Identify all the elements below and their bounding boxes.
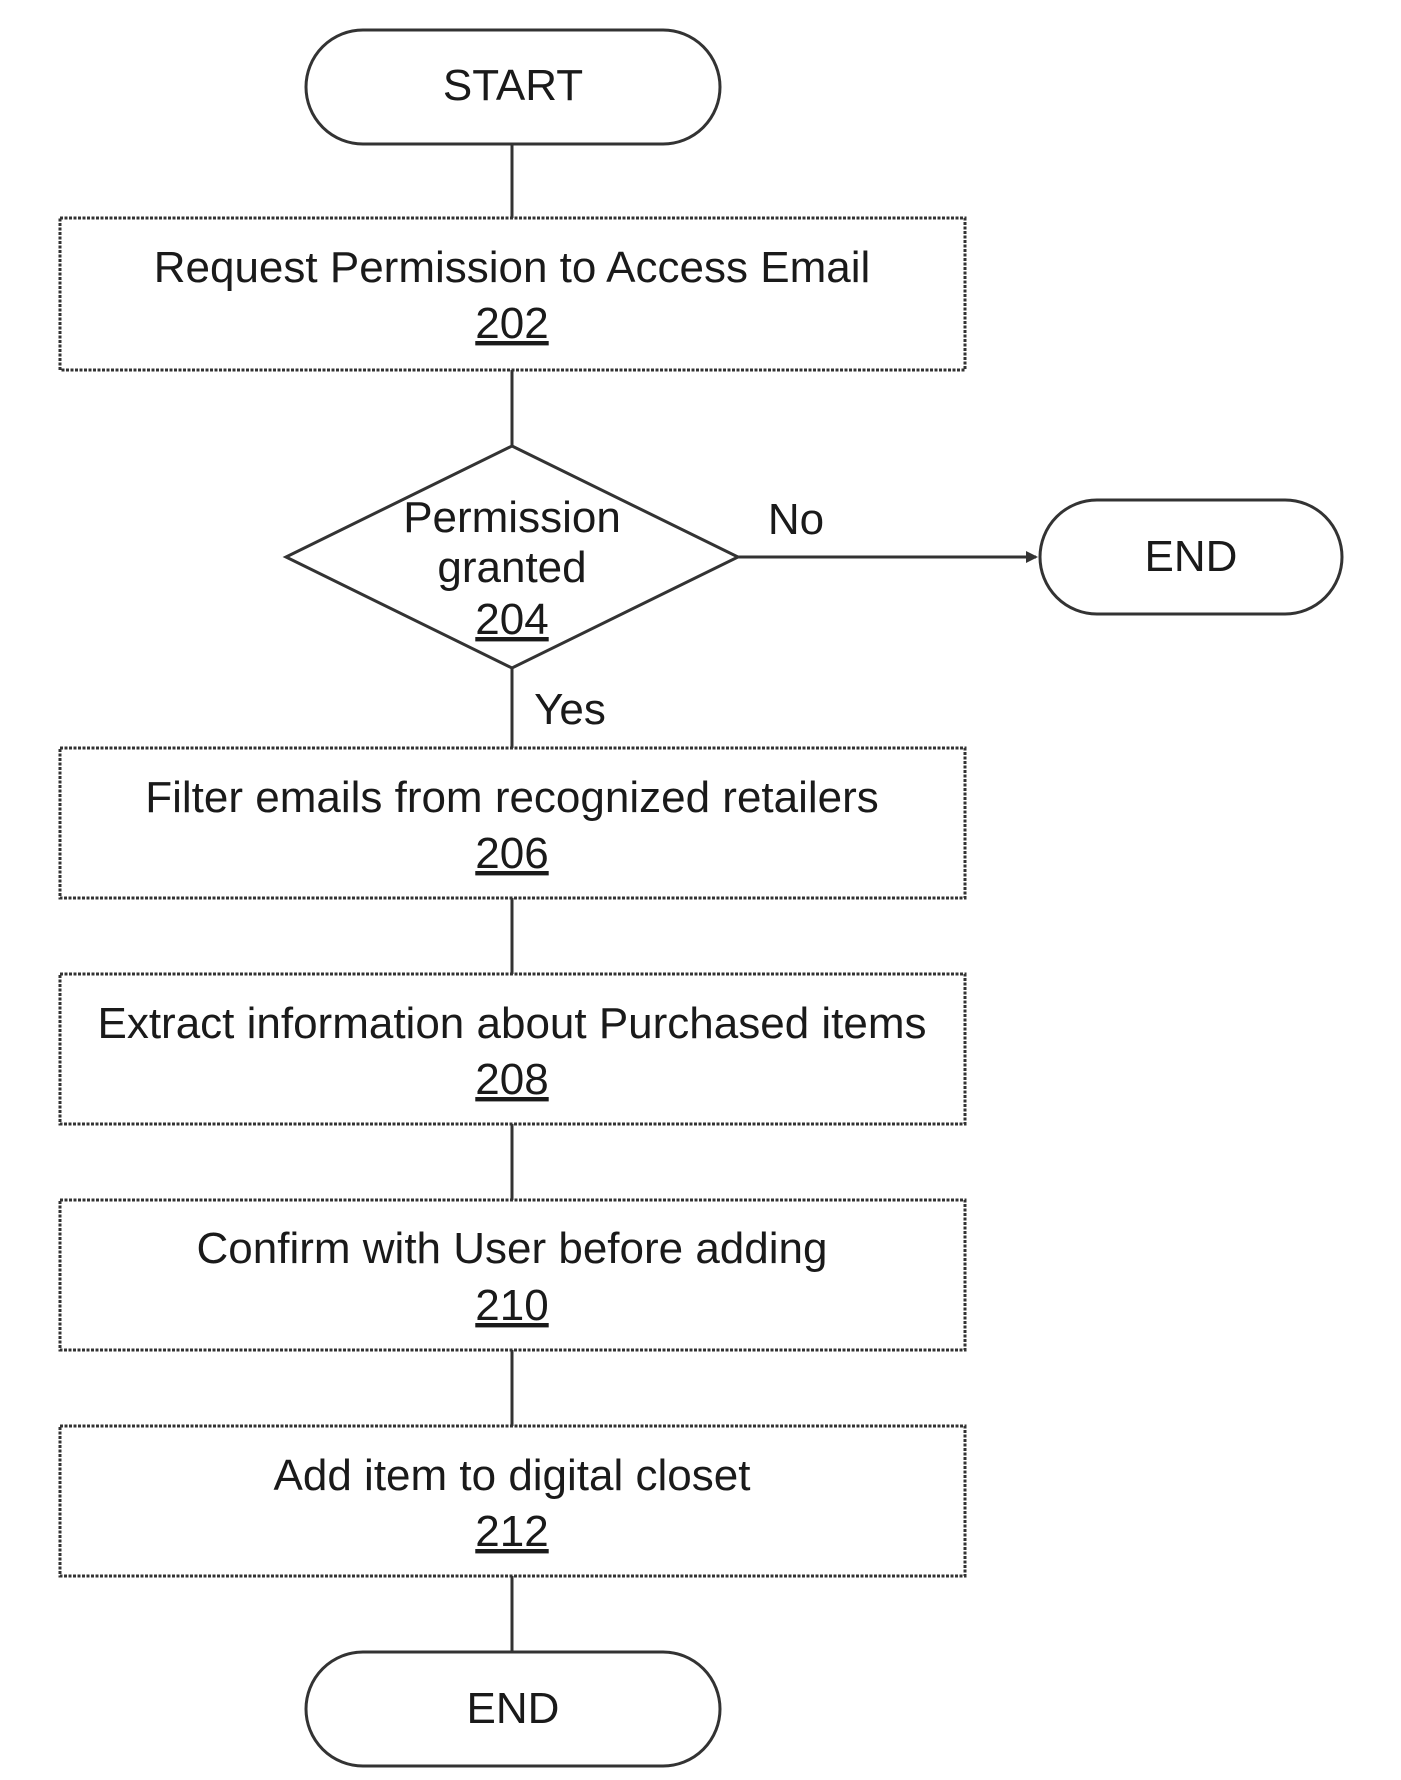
branch-label-no: No [768,495,824,544]
end-label-final: END [467,1684,560,1733]
process-ref-202: 202 [475,299,548,348]
decision-line2: granted [437,543,586,592]
decision-line1: Permission [403,493,621,542]
decision-diamond-204: Permission granted 204 [286,446,738,668]
process-box-206: Filter emails from recognized retailers … [60,748,965,898]
process-label-208: Extract information about Purchased item… [97,999,926,1048]
process-ref-210: 210 [475,1281,548,1330]
decision-ref-204: 204 [475,595,548,644]
process-label-212: Add item to digital closet [274,1451,751,1500]
start-terminal: START [306,30,720,144]
process-label-202: Request Permission to Access Email [154,243,871,292]
process-ref-206: 206 [475,829,548,878]
branch-label-yes: Yes [534,685,606,734]
end-label-no-branch: END [1145,532,1238,581]
process-box-212: Add item to digital closet 212 [60,1426,965,1576]
process-box-202: Request Permission to Access Email 202 [60,218,965,370]
process-label-210: Confirm with User before adding [197,1224,828,1273]
process-ref-208: 208 [475,1055,548,1104]
end-terminal-no-branch: END [1040,500,1342,614]
process-ref-212: 212 [475,1507,548,1556]
process-box-208: Extract information about Purchased item… [60,974,965,1124]
start-label: START [443,61,583,110]
process-box-210: Confirm with User before adding 210 [60,1200,965,1350]
end-terminal-final: END [306,1652,720,1766]
process-label-206: Filter emails from recognized retailers [145,773,879,822]
